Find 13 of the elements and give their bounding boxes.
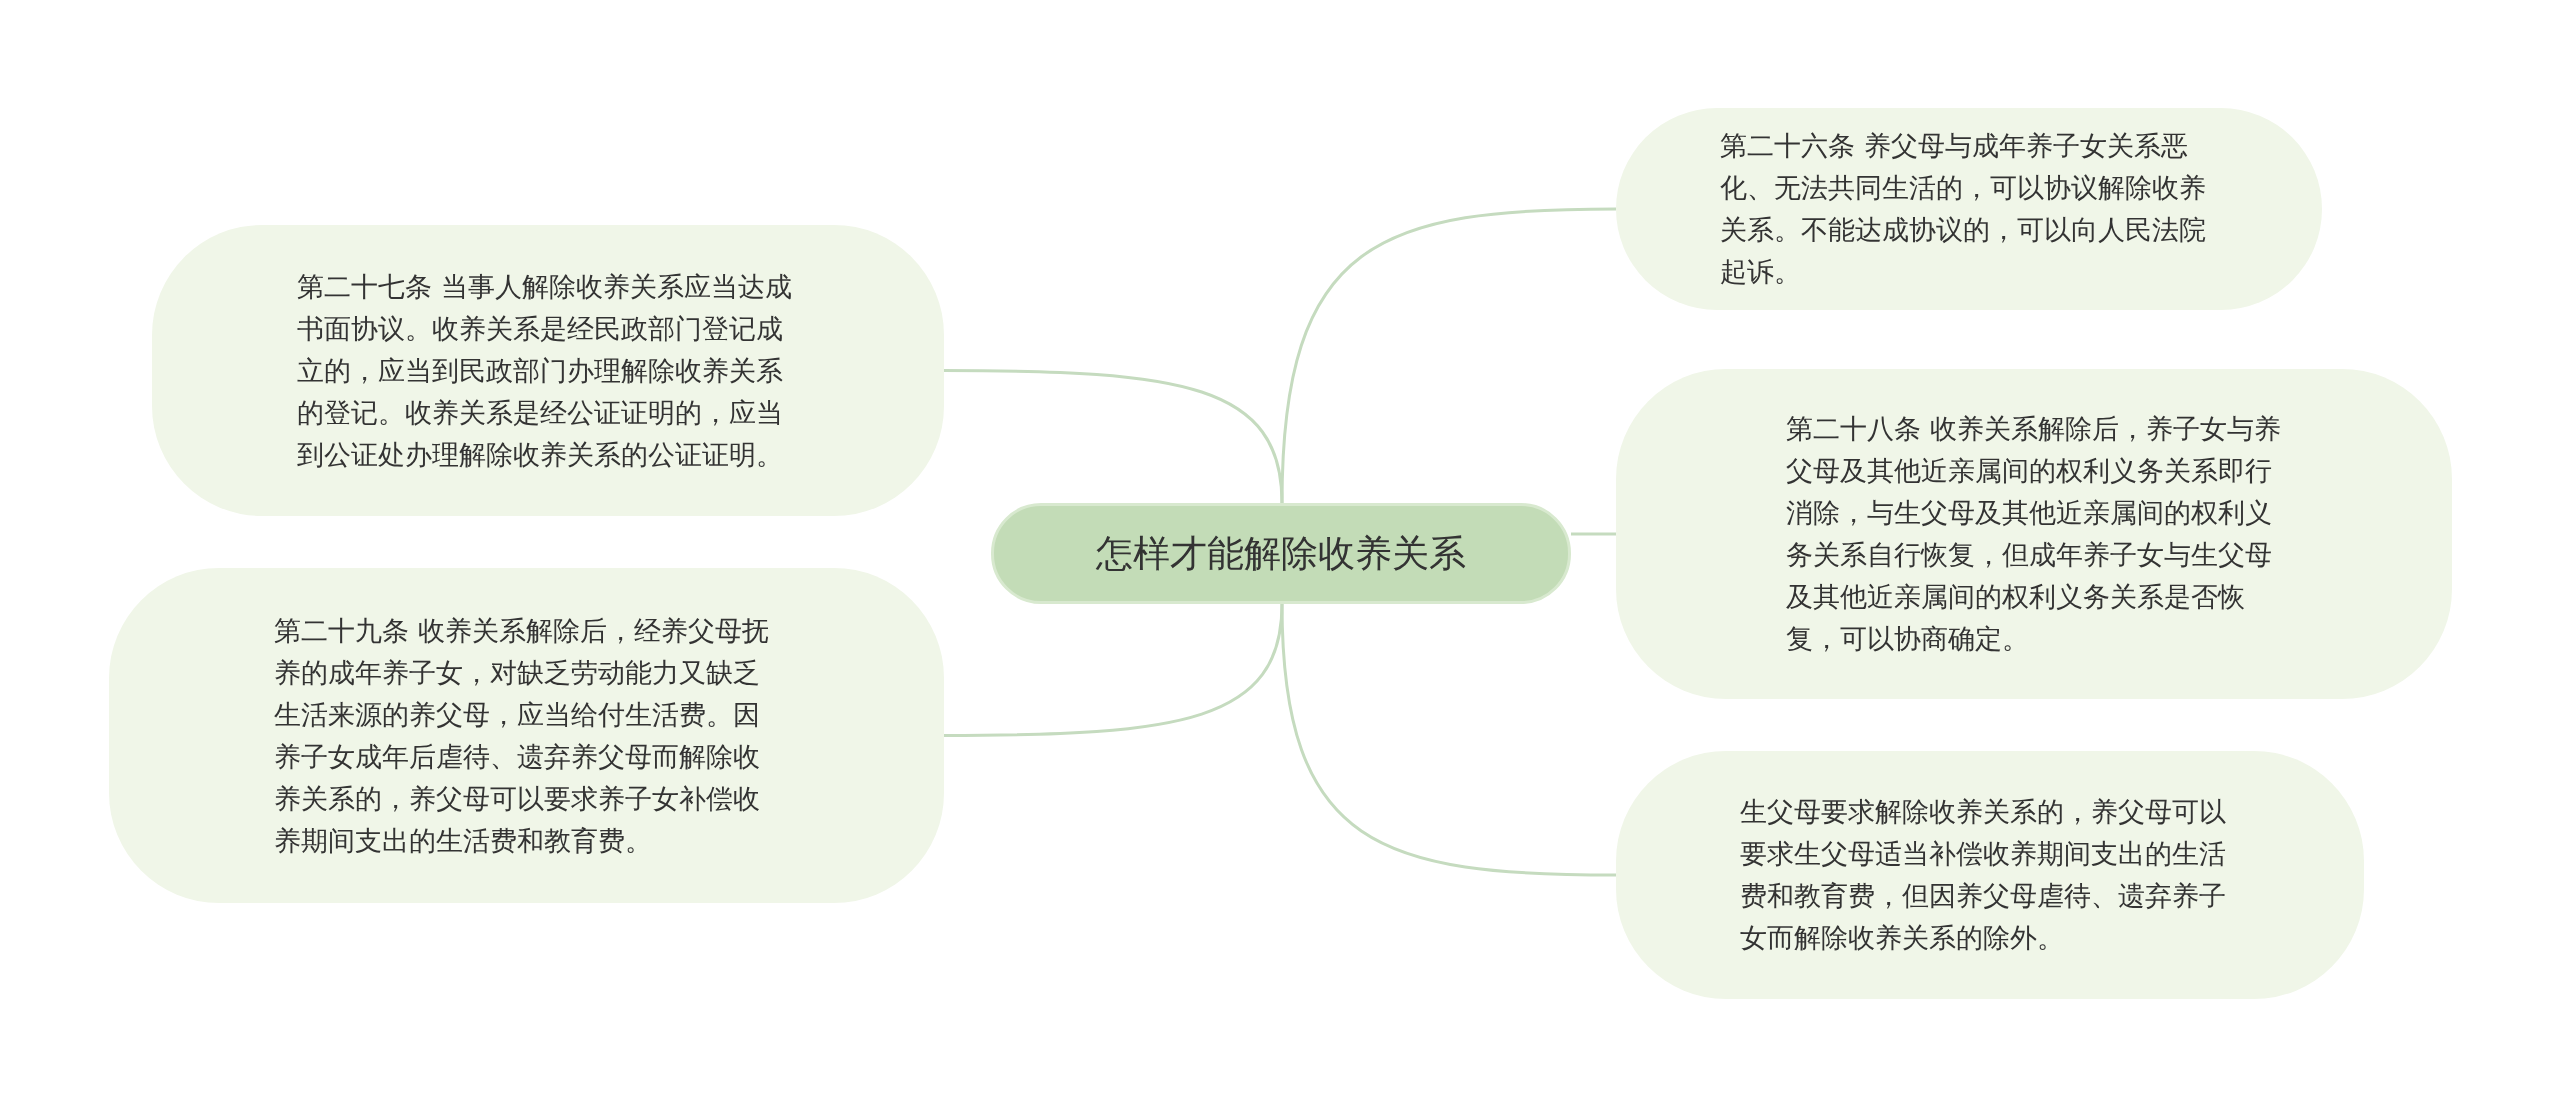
topic-title: 怎样才能解除收养关系 (1096, 531, 1466, 576)
connector-line (1280, 207, 1616, 504)
connector-line (944, 603, 1284, 737)
topic-text: 第二十八条 收养关系解除后，养子女与养父母及其他近亲属间的权利义务关系即行消除，与生父母及其他近亲属间的权利义务关系自行恢复，但成年养子女与生父母及其他近亲属间的权利义务关系是否恢复，可以协商确定。 (1786, 412, 2282, 656)
topic-text: 第二十九条 收养关系解除后，经养父母抚养的成年养子女，对缺乏劳动能力又缺乏生活来源的养父母，应当给付生活费。因养子女成年后虐待、遗弃养父母而解除收养关系的，养父母可以要求养子女补偿收养期间支出的生活费和教育费。 (274, 613, 770, 858)
topic-text: 生父母要求解除收养关系的，养父母可以要求生父母适当补偿收养期间支出的生活费和教育费，但因养父母虐待、遗弃养子女而解除收养关系的除外。 (1740, 795, 2227, 955)
topic-bubble (1616, 369, 2452, 699)
connector-line (944, 369, 1284, 504)
connector-line (1280, 603, 1616, 877)
topic-bubble (109, 568, 944, 903)
topic-text: 第二十六条 养父母与成年养子女关系恶化、无法共同生活的，可以协议解除收养关系。不能达成协议的，可以向人民法院起诉。 (1720, 129, 2207, 289)
topic-text: 第二十七条 当事人解除收养关系应当达成书面协议。收养关系是经民政部门登记成立的，应当到民政部门办理解除收养关系的登记。收养关系是经公证证明的，应当到公证处办理解除收养关系的公证证明。 (297, 269, 793, 472)
connector-line (1571, 532, 1616, 536)
